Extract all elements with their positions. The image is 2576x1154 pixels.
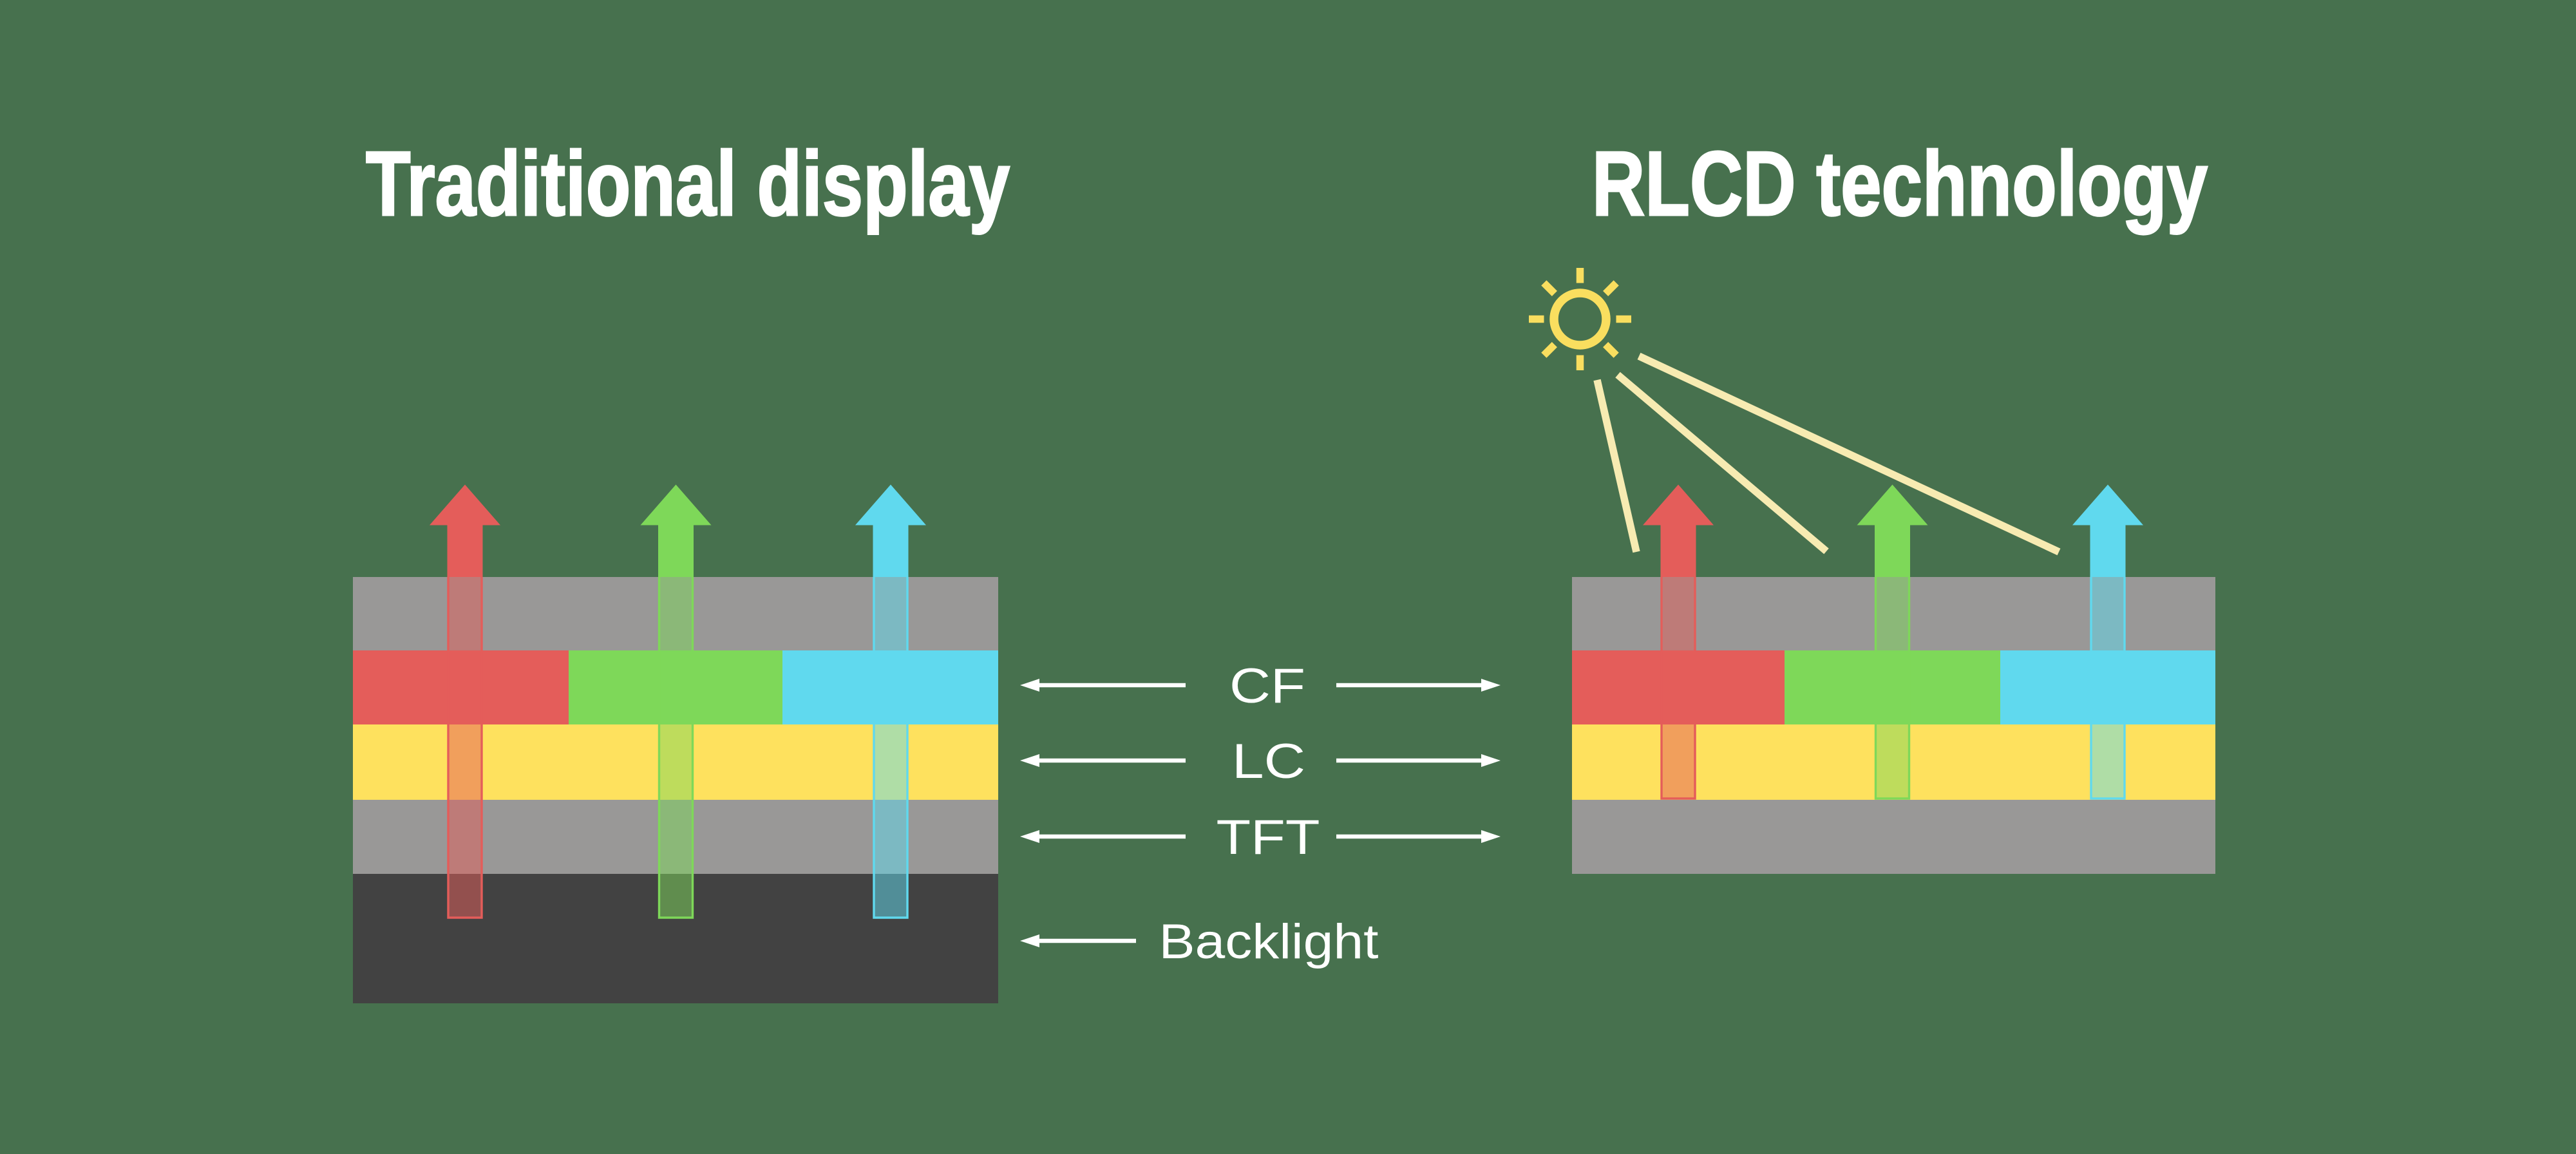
svg-text:TFT: TFT [1217,810,1320,865]
svg-text:Backlight: Backlight [1159,914,1379,969]
svg-text:LC: LC [1232,734,1305,789]
svg-text:RLCD technology: RLCD technology [1592,133,2208,235]
svg-text:Traditional display: Traditional display [366,133,1010,235]
svg-text:CF: CF [1229,659,1305,714]
